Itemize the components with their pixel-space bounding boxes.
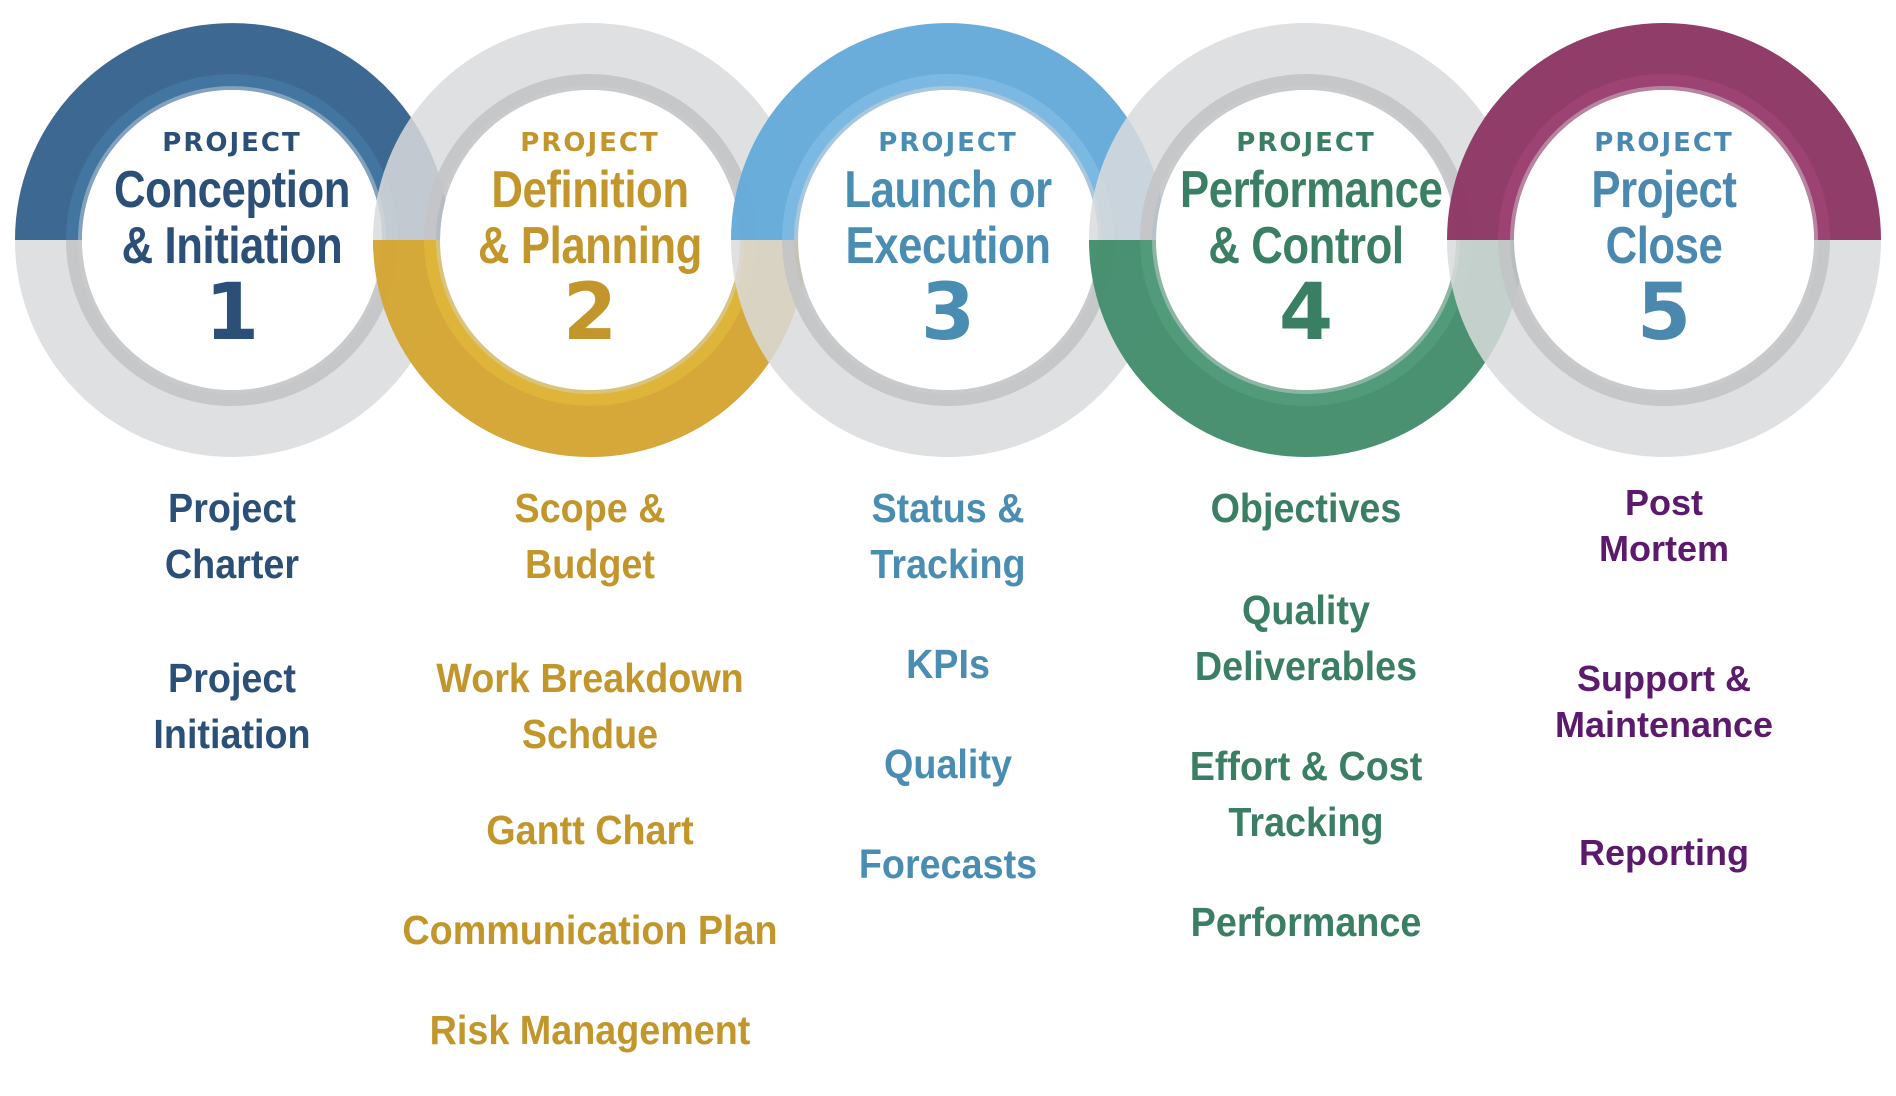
phase-3-ring-color-inner — [782, 74, 1114, 241]
phase-4-item: Effort & Cost Tracking — [1096, 738, 1516, 850]
phase-5-item: Post Mortem — [1454, 480, 1874, 572]
phase-4-item: Performance — [1096, 894, 1516, 950]
phase-2-item: Scope & Budget — [380, 480, 800, 592]
phase-2-item: Communication Plan — [380, 902, 800, 958]
phase-3-item: Quality — [738, 736, 1158, 792]
phase-number: 3 — [920, 268, 976, 358]
phase-4-item: Quality Deliverables — [1096, 582, 1516, 694]
phase-title: Performance & Control — [1180, 161, 1443, 275]
phase-5-item: Support & Maintenance — [1454, 656, 1874, 748]
phase-3-item: Forecasts — [738, 836, 1158, 892]
phase-title: Project Close — [1591, 161, 1737, 275]
phase-item-label: Gantt Chart — [486, 807, 694, 853]
phase-1-item: Project Initiation — [22, 650, 442, 762]
phase-number: 4 — [1278, 268, 1334, 358]
phase-4-ring-color-inner — [1140, 239, 1472, 406]
phase-kicker: PROJECT — [878, 128, 1018, 158]
phase-item-label: Risk Management — [429, 1007, 751, 1053]
phase-kicker: PROJECT — [520, 128, 660, 158]
phase-kicker: PROJECT — [1594, 128, 1734, 158]
phase-number: 2 — [562, 268, 618, 358]
phase-item-label: Work Breakdown Schdue — [436, 655, 744, 757]
phase-title: Launch or Execution — [844, 161, 1052, 275]
phase-item-label: Project Initiation — [153, 655, 311, 757]
phase-item-label: Forecasts — [858, 841, 1038, 887]
phase-item-label: Effort & Cost Tracking — [1189, 743, 1423, 845]
phase-1-ring-color-inner — [66, 74, 398, 241]
phase-3-item: Status & Tracking — [738, 480, 1158, 592]
phase-5-center — [1514, 90, 1814, 390]
phase-3-center — [798, 90, 1098, 390]
phase-item-label: KPIs — [906, 641, 990, 687]
phase-item-label: Post Mortem — [1598, 482, 1729, 569]
phase-item-label: Objectives — [1210, 485, 1402, 531]
phase-item-label: Support & Maintenance — [1554, 658, 1774, 745]
phase-title: Conception & Initiation — [113, 161, 351, 275]
phase-item-label: Communication Plan — [402, 907, 778, 953]
phase-number: 1 — [204, 268, 260, 358]
phase-item-label: Performance — [1190, 899, 1422, 945]
phase-item-label: Reporting — [1579, 832, 1749, 873]
phase-item-label: Status & Tracking — [870, 485, 1026, 587]
phase-kicker: PROJECT — [1236, 128, 1376, 158]
phase-item-label: Project Charter — [164, 485, 300, 587]
phase-2-item: Gantt Chart — [380, 802, 800, 858]
phase-number: 5 — [1636, 268, 1692, 358]
phase-5-ring-color — [1447, 23, 1881, 241]
phase-item-label: Scope & Budget — [514, 485, 666, 587]
phase-5-item: Reporting — [1454, 830, 1874, 876]
phase-item-label: Quality — [884, 741, 1012, 787]
phase-1-item: Project Charter — [22, 480, 442, 592]
phase-3-item: KPIs — [738, 636, 1158, 692]
phase-2-center — [440, 90, 740, 390]
phase-2-item: Risk Management — [380, 1002, 800, 1058]
phase-5-ring-color-inner — [1498, 74, 1830, 241]
phase-kicker: PROJECT — [162, 128, 302, 158]
phase-4-item: Objectives — [1096, 480, 1516, 536]
phase-2-item: Work Breakdown Schdue — [380, 650, 800, 762]
phase-4-center — [1156, 90, 1456, 390]
phase-title: Definition & Planning — [478, 161, 702, 275]
phase-item-label: Quality Deliverables — [1194, 587, 1418, 689]
phase-1-center — [82, 90, 382, 390]
phase-2-ring-color-inner — [424, 239, 756, 406]
